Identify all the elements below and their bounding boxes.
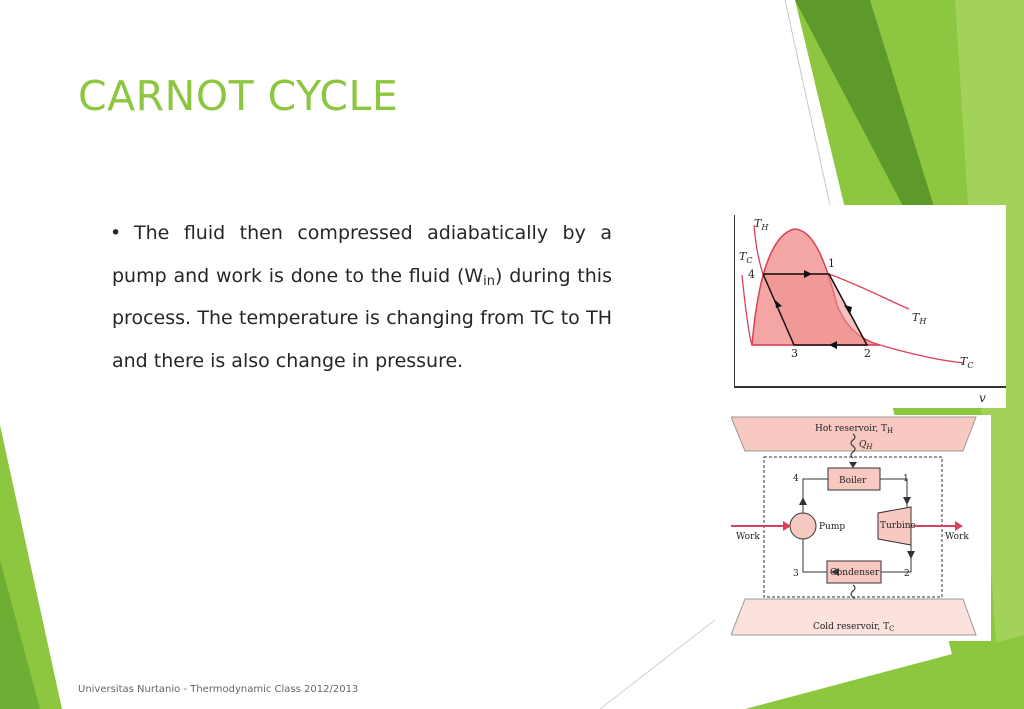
slide-footer: Universitas Nurtanio - Thermodynamic Cla…: [78, 684, 359, 695]
flow-arrow-1: [903, 497, 911, 505]
work-in-arrowhead: [783, 521, 791, 531]
hot-reservoir-label: Hot reservoir, TH: [815, 424, 893, 435]
state-1-label: 1: [828, 257, 835, 270]
flow-arrow-3: [831, 568, 839, 576]
isotherm-th-left: [753, 224, 764, 275]
pipe-condenser-to-pump: [802, 539, 827, 573]
heat-in-arrow: [849, 462, 857, 468]
arrow-3-4: [775, 300, 782, 308]
isotherm-tc: [752, 344, 965, 364]
isotherm-th: [763, 273, 910, 310]
left-dark-green-triangle: [0, 560, 40, 709]
bullet-marker: •: [110, 222, 122, 244]
pipe-pump-to-boiler: [802, 478, 828, 513]
work-out-label: Work: [945, 532, 969, 542]
flow-arrow-4: [799, 497, 807, 505]
bullet-paragraph: •The fluid then compressed adiabatically…: [110, 212, 612, 382]
plant-state-3: 3: [793, 569, 799, 579]
plant-state-4: 4: [793, 474, 799, 484]
cold-reservoir: [731, 598, 977, 636]
pump-circle: [789, 512, 817, 540]
label-tc-right: TC: [960, 355, 973, 370]
arrow-4-1: [804, 270, 812, 278]
label-th-top: TH: [754, 217, 769, 232]
label-th-right: TH: [912, 311, 927, 326]
bottom-right-green-triangle: [745, 635, 1024, 709]
arrow-2-3: [829, 341, 837, 349]
state-2-label: 2: [864, 347, 871, 360]
label-tc-left: TC: [739, 250, 752, 265]
paragraph-text-part1: The fluid then compressed adiabatically …: [112, 222, 612, 287]
decor-line: [784, 0, 831, 206]
power-plant-schematic: Hot reservoir, TH QH Boiler Condenser Pu…: [731, 415, 991, 641]
state-3-label: 3: [791, 347, 798, 360]
work-in-label: Work: [736, 532, 760, 542]
work-out-arrowhead: [955, 521, 963, 531]
plant-state-1: 1: [903, 474, 909, 484]
arrow-1-2: [844, 305, 852, 315]
paragraph-text-part2: ) during this process. The temperature i…: [112, 264, 612, 372]
pipe-turbine-to-condenser: [881, 545, 912, 573]
plant-state-2: 2: [904, 569, 910, 579]
q-h-label: QH: [859, 440, 873, 451]
boiler-label: Boiler: [839, 476, 867, 486]
turbine-label: Turbine: [880, 521, 916, 531]
flow-arrow-2: [907, 551, 915, 559]
pump-label: Pump: [819, 522, 845, 532]
isotherm-tc-left: [741, 274, 753, 346]
condenser-label: Condenser: [830, 568, 880, 578]
state-4-label: 4: [748, 268, 755, 281]
cycle-area: [763, 274, 867, 345]
cold-reservoir-label: Cold reservoir, TC: [813, 622, 894, 633]
heat-in-squiggle: [850, 433, 856, 459]
axis-v-label: v: [979, 391, 986, 405]
paragraph-subscript: in: [483, 273, 496, 289]
pv-diagram: p v TH TC TH TC 1 2 3 4: [734, 205, 1006, 408]
decor-line-bottom: [599, 619, 716, 709]
slide-title: CARNOT CYCLE: [78, 72, 399, 120]
right-dark-green-band: [795, 0, 935, 210]
